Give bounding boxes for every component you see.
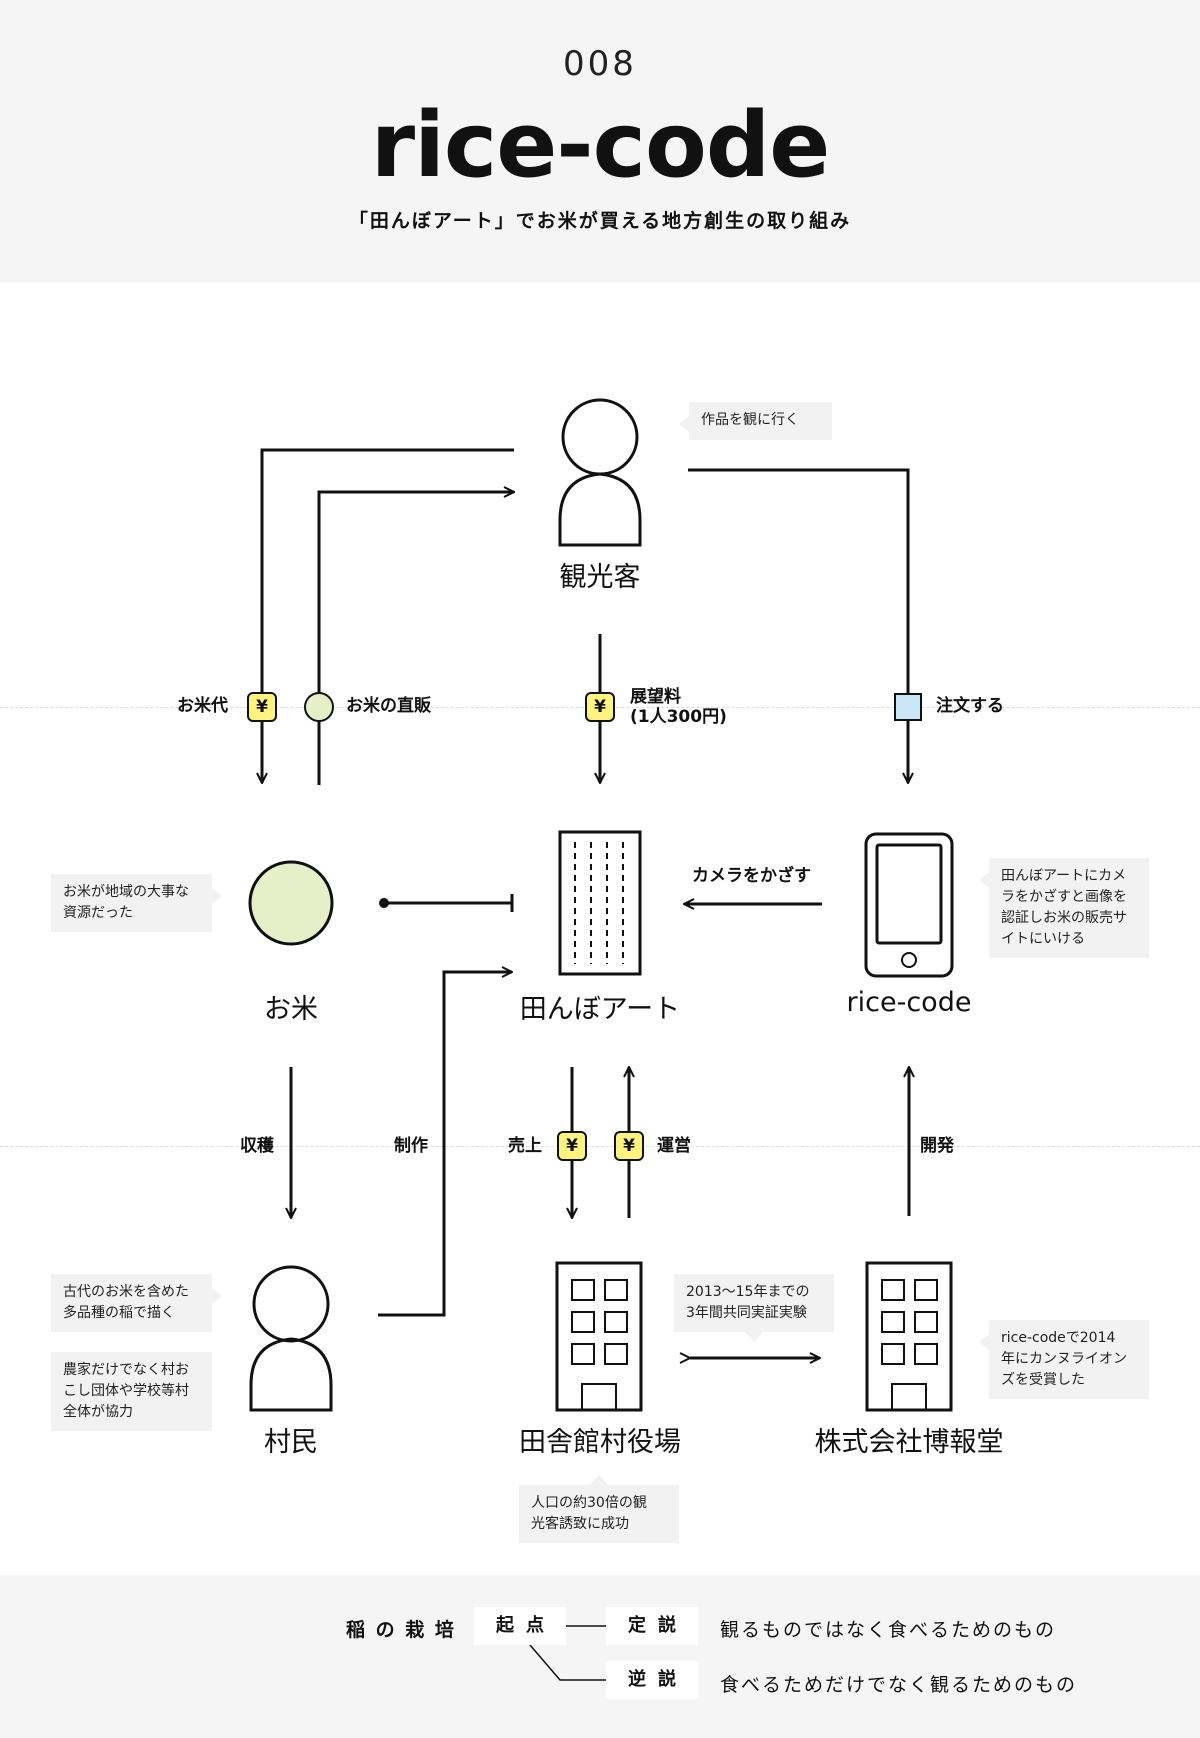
- yen-icon-sales: ¥: [557, 1131, 587, 1161]
- note-experiment: 2013〜15年までの 3年間共同実証実験: [674, 1274, 834, 1342]
- reverse-box: 逆説: [606, 1661, 698, 1699]
- production-arrow: [378, 972, 512, 1317]
- page-subtitle: 「田んぼアート」でお米が買える地方創生の取り組み: [348, 210, 852, 232]
- camera-label: カメラをかざす: [692, 866, 811, 886]
- rice-label: お米: [264, 994, 318, 1025]
- hakuhodo-label: 株式会社博報堂: [814, 1427, 1004, 1458]
- hakuhodo-icon: [865, 1261, 953, 1412]
- viewing-fee-label: 展望料 (1人300円): [630, 687, 727, 728]
- tourist-label: 観光客: [559, 562, 641, 593]
- article-number: 008: [563, 44, 637, 84]
- tourist-icon: [558, 398, 642, 547]
- note-go-see: 作品を観に行く: [679, 402, 832, 440]
- yen-icon-rice-payment: ¥: [247, 692, 277, 722]
- development-label: 開発: [920, 1136, 954, 1156]
- village-office-label: 田舎館村役場: [519, 1427, 681, 1458]
- rice-field-art-label: 田んぼアート: [519, 994, 681, 1025]
- production-label: 制作: [394, 1136, 428, 1156]
- direct-sale-arrow: [317, 492, 514, 785]
- divider-middle: [0, 1146, 1200, 1147]
- yen-icon-viewing-fee: ¥: [585, 692, 615, 722]
- operation-label: 運営: [657, 1136, 691, 1156]
- village-office-icon: [555, 1261, 643, 1412]
- origin-box: 起点: [474, 1607, 566, 1645]
- footer-panel: 稲 の 栽 培 起点 定説 逆説 観るものではなく食べるためのもの 食べるためだ…: [0, 1575, 1200, 1738]
- villager-label: 村民: [264, 1427, 318, 1458]
- sales-label: 売上: [508, 1136, 542, 1156]
- harvest-label: 収穫: [240, 1136, 274, 1156]
- note-cannes-lions: rice-codeで2014 年にカンヌライオン ズを受賞した: [979, 1320, 1149, 1399]
- rice-icon: [248, 860, 334, 946]
- origin-text: 稲 の 栽 培: [346, 1619, 456, 1641]
- note-ancient-rice: 古代のお米を含めた 多品種の稲で描く: [51, 1274, 222, 1332]
- note-cooperation: 農家だけでなく村お こし団体や学校等村 全体が協力: [51, 1352, 212, 1431]
- order-icon: [894, 693, 922, 721]
- order-arrow: [688, 468, 908, 783]
- note-tourist-success: 人口の約30倍の観 光客誘致に成功: [519, 1475, 679, 1543]
- rice-code-app-label: rice-code: [846, 987, 972, 1018]
- rice-dot-icon: [304, 692, 334, 722]
- direct-sale-label: お米の直販: [346, 696, 431, 716]
- villager-icon: [249, 1265, 333, 1412]
- theory-text: 観るものではなく食べるためのもの: [720, 1619, 1057, 1641]
- phone-icon: [864, 832, 954, 978]
- rice-payment-label: お米代: [177, 696, 228, 716]
- order-label: 注文する: [936, 696, 1004, 716]
- page-title: rice-code: [370, 93, 831, 198]
- note-app-description: 田んぼアートにカメ ラをかざすと画像を 認証しお米の販売サ イトにいける: [979, 858, 1149, 958]
- footer-connector: [529, 1625, 606, 1681]
- note-rice-resource: お米が地域の大事な 資源だった: [51, 874, 222, 932]
- header-panel: 008 rice-code 「田んぼアート」でお米が買える地方創生の取り組み: [0, 0, 1200, 282]
- yen-icon-operation: ¥: [614, 1131, 644, 1161]
- reverse-text: 食べるためだけでなく観るためのもの: [720, 1674, 1078, 1696]
- rice-field-art-icon: [558, 830, 642, 976]
- rice-payment-arrow: [262, 448, 514, 783]
- theory-box: 定説: [606, 1607, 698, 1645]
